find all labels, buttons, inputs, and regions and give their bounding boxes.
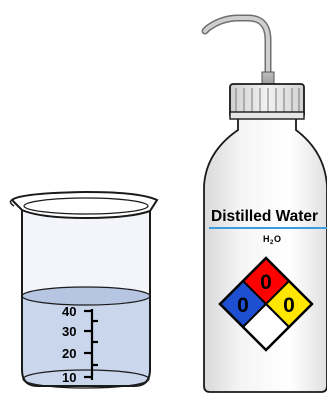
bottle-label-title: Distilled Water <box>211 208 318 225</box>
scale-label-10: 10 <box>62 370 76 385</box>
formula-o: O <box>274 234 281 244</box>
formula-h: H <box>263 234 270 244</box>
beaker-rim <box>10 190 159 220</box>
formula-subscript: 2 <box>270 240 274 246</box>
bottle-body <box>203 117 327 393</box>
beaker-spout <box>9 199 15 207</box>
nfpa-outline <box>218 256 314 352</box>
bottle-label-formula: H 2 O <box>263 234 281 246</box>
nfpa-health-value: 0 <box>237 294 249 317</box>
beaker-liquid <box>22 296 150 386</box>
scale-label-40: 40 <box>62 304 76 319</box>
beaker-outline <box>21 210 151 387</box>
scale-label-30: 30 <box>62 324 76 339</box>
nfpa-instability-value: 0 <box>283 294 295 317</box>
beaker-rim-inner <box>23 197 149 215</box>
nfpa-diamond: 0 0 0 <box>218 256 314 352</box>
liquid-surface <box>21 286 151 306</box>
beaker: 40 30 20 10 <box>9 190 159 389</box>
bottle-nozzle-highlight <box>203 16 270 82</box>
beaker-scale <box>84 309 98 380</box>
bottle-cap <box>229 83 305 120</box>
scale-label-20: 20 <box>62 346 76 361</box>
wash-bottle: Distilled Water H 2 O 0 0 0 <box>201 14 327 393</box>
nfpa-flammability-value: 0 <box>260 271 272 294</box>
bottle-nozzle <box>201 14 272 84</box>
